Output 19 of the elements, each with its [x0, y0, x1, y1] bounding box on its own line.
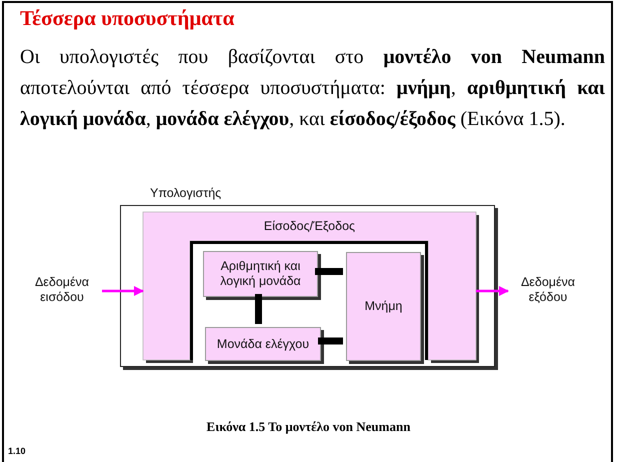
unit-box: [205, 327, 321, 361]
node-label: Αριθμητική και λογική μονάδα: [219, 259, 302, 289]
body-paragraph: Οι υπολογιστές που βασίζονται στο μοντέλο von Neumann αποτελούνται από τέσσερα υποσυστήματα: μνήμη, αριθμητική και λογική μονάδα, μονάδα ελέγχου, και είσοδος/έξοδος (Εικόνα 1.5).: [20, 45, 605, 132]
slide-number: 1.10: [8, 446, 26, 456]
node-label: Είσοδος/Έξοδος: [262, 219, 356, 234]
computer-frame: [120, 186, 498, 370]
node-heading: Υπολογιστής: [150, 186, 222, 201]
data-label: Δεδομένα εισόδου: [22, 275, 102, 307]
node-label: Μονάδα ελέγχου: [216, 336, 310, 352]
bus-line: [255, 294, 262, 324]
figure-caption: Εικόνα 1.5 Το μοντέλο von Neumann: [206, 419, 412, 435]
slide-title: Τέσσερα υποσυστήματα: [20, 6, 234, 31]
unit-box: [203, 251, 318, 297]
node-label: Μνήμη: [364, 299, 404, 314]
arrow: [102, 286, 144, 296]
arrow: [476, 286, 509, 296]
unit-box: [346, 252, 421, 361]
bus-line: [318, 338, 343, 344]
data-label: Δεδομένα εξόδου: [508, 275, 588, 307]
